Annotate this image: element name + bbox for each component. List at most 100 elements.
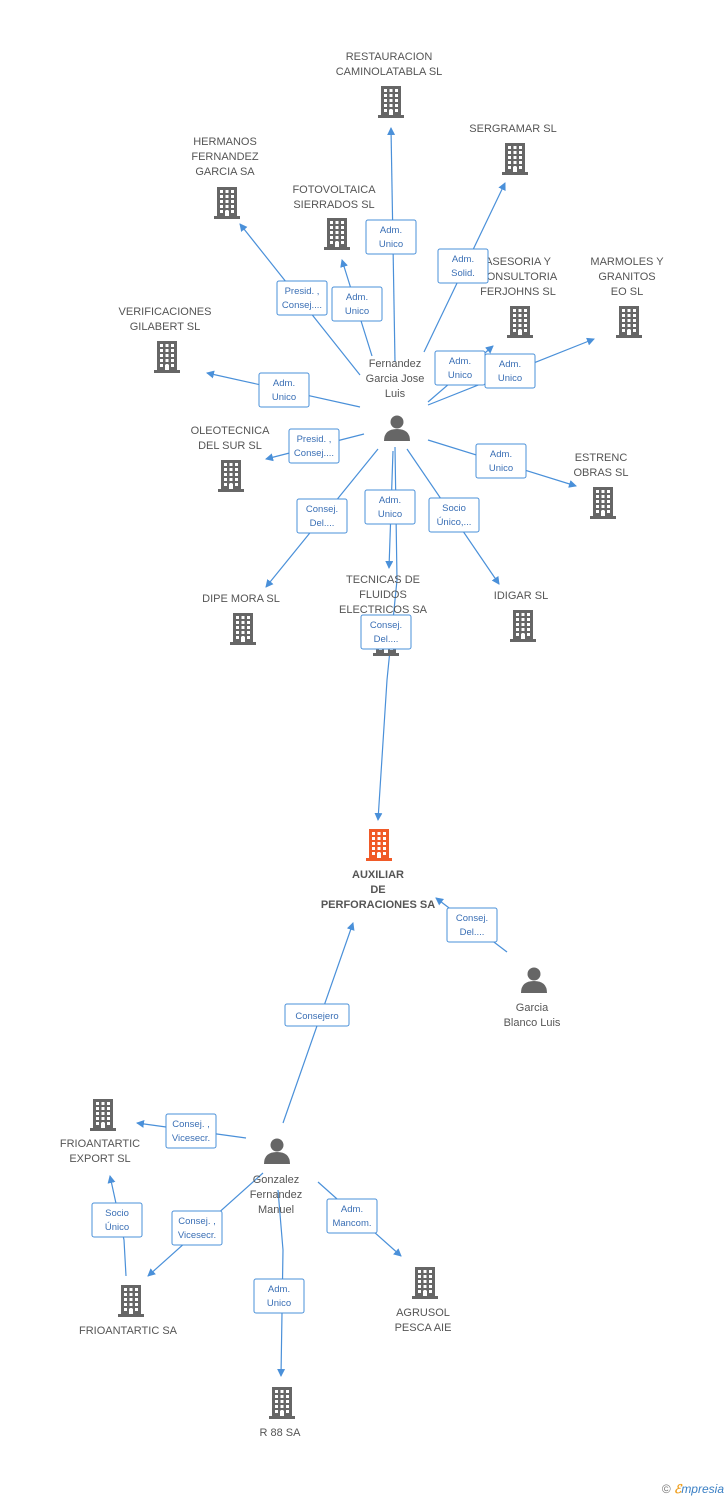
node-label: R 88 SA [260,1427,302,1439]
edge-label-fernandez-estrenc[interactable]: Adm. Unico [475,443,527,479]
edge-label-text: Consej.... [294,448,334,459]
edge-label-gonzalez-auxiliar[interactable]: Consejero [284,1003,350,1027]
edge-label-fernandez-hermanos[interactable]: Presid. ,Consej.... [276,280,328,316]
node-label: Garcia [516,1002,549,1014]
edge-label-text: Adm. [490,449,512,460]
edge-label-text: Adm. [452,254,474,265]
brand-logo-text: mpresia [681,1482,724,1496]
edge-label-text: Unico [489,463,513,474]
node-label: SERGRAMAR SL [469,123,556,135]
edge-label-gonzalez-r88[interactable]: Adm.Unico [253,1278,305,1314]
node-label: FRIOANTARTIC SA [79,1325,178,1337]
node-idigar[interactable]: IDIGAR SL [494,590,548,642]
building-icon [269,1387,295,1419]
node-label: ESTRENC [575,452,628,464]
edge-label-text: Socio [105,1208,129,1219]
edge-gonzalez-r88 [277,1189,286,1377]
node-label: Gonzalez [253,1174,299,1186]
edge-label-fernandez-auxiliar[interactable]: Consej.Del.... [360,614,412,650]
node-label: MARMOLES Y [590,256,664,268]
edge-label-text: Presid. , [285,286,320,297]
edge-label-text: Único [105,1222,129,1233]
edge-label-text: Adm. [341,1204,363,1215]
edge-label-text: Mancom. [332,1218,371,1229]
person-icon [264,1138,290,1164]
building-icon [230,613,256,645]
node-label: FERJOHNS SL [480,286,556,298]
building-icon [502,143,528,175]
node-label: DIPE MORA SL [202,593,280,605]
node-frioantartic[interactable]: FRIOANTARTIC SA [79,1285,178,1337]
edge-label-fernandez-marmoles[interactable]: Adm.Unico [484,353,536,389]
node-label: FLUIDOS [359,589,407,601]
copyright-symbol: © [661,1482,671,1496]
node-label: VERIFICACIONES [119,306,212,318]
edge-label-fernandez-oleotecnica[interactable]: Presid. ,Consej.... [288,428,340,464]
building-icon [214,187,240,219]
node-dipemora[interactable]: DIPE MORA SL [202,593,280,645]
edge-label-fernandez-idigar[interactable]: SocioÚnico,... [428,497,480,533]
edge-label-fernandez-verificaciones[interactable]: Adm.Unico [258,372,310,408]
building-icon [510,610,536,642]
edge-label-fernandez-restauracion[interactable]: Adm. Unico [365,219,417,255]
node-label: AGRUSOL [396,1307,450,1319]
edge-label-text: Unico [379,239,403,250]
building-icon [507,306,533,338]
edge-label-box [284,1003,350,1027]
edge-label-box [288,428,340,464]
node-sergramar[interactable]: SERGRAMAR SL [469,123,557,175]
edge-label-text: Adm. [380,225,402,236]
edge-label-fernandez-asesoria[interactable]: Adm.Unico [434,350,486,386]
node-label: PESCA AIE [395,1322,452,1334]
edge-label-gonzalez-frioantartic[interactable]: Consej. ,Vicesecr. [171,1210,223,1246]
edge-label-text: Consej. , [172,1119,210,1130]
building-icon [616,306,642,338]
node-label: EO SL [611,286,643,298]
node-label: CAMINOLATABLA SL [336,66,443,78]
node-label: HERMANOS [193,136,257,148]
building-icon [324,218,350,250]
node-label: AUXILIAR [352,869,404,881]
edge-label-text: Solid. [451,268,475,279]
edge-label-box [296,498,348,534]
edge-label-fernandez-dipemora[interactable]: Consej.Del.... [296,498,348,534]
brand-logo-initial: ℰ [674,1482,682,1496]
edge-label-text: Adm. [449,356,471,367]
building-icon [366,829,392,861]
node-r88[interactable]: R 88 SA [260,1387,302,1439]
node-label: SIERRADOS SL [293,199,374,211]
node-label: OLEOTECNICA [191,425,271,437]
edge-label-fernandez-sergramar[interactable]: Adm. Solid. [437,248,489,284]
edge-label-gonzalez-agrusol[interactable]: Adm. Mancom. [326,1198,378,1234]
edge-label-text: Vicesecr. [172,1133,210,1144]
edge-label-gonzalez-frioexport[interactable]: Consej. , Vicesecr. [165,1113,217,1149]
edge-label-garciablanco-auxiliar[interactable]: Consej.Del.... [446,907,498,943]
edge-label-fernandez-tecnicas[interactable]: Adm.Unico [364,489,416,525]
edge-label-box [475,443,527,479]
edge-label-box [171,1210,223,1246]
edge-label-box [428,497,480,533]
node-agrusol[interactable]: AGRUSOL PESCA AIE [395,1267,452,1334]
edge-label-text: Socio [442,503,466,514]
edge-label-box [258,372,310,408]
node-label: FRIOANTARTIC [60,1138,140,1150]
edge-label-text: Del.... [374,634,399,645]
edge-label-fernandez-fotovoltaica[interactable]: Adm.Unico [331,286,383,322]
edge-label-text: Unico [345,306,369,317]
